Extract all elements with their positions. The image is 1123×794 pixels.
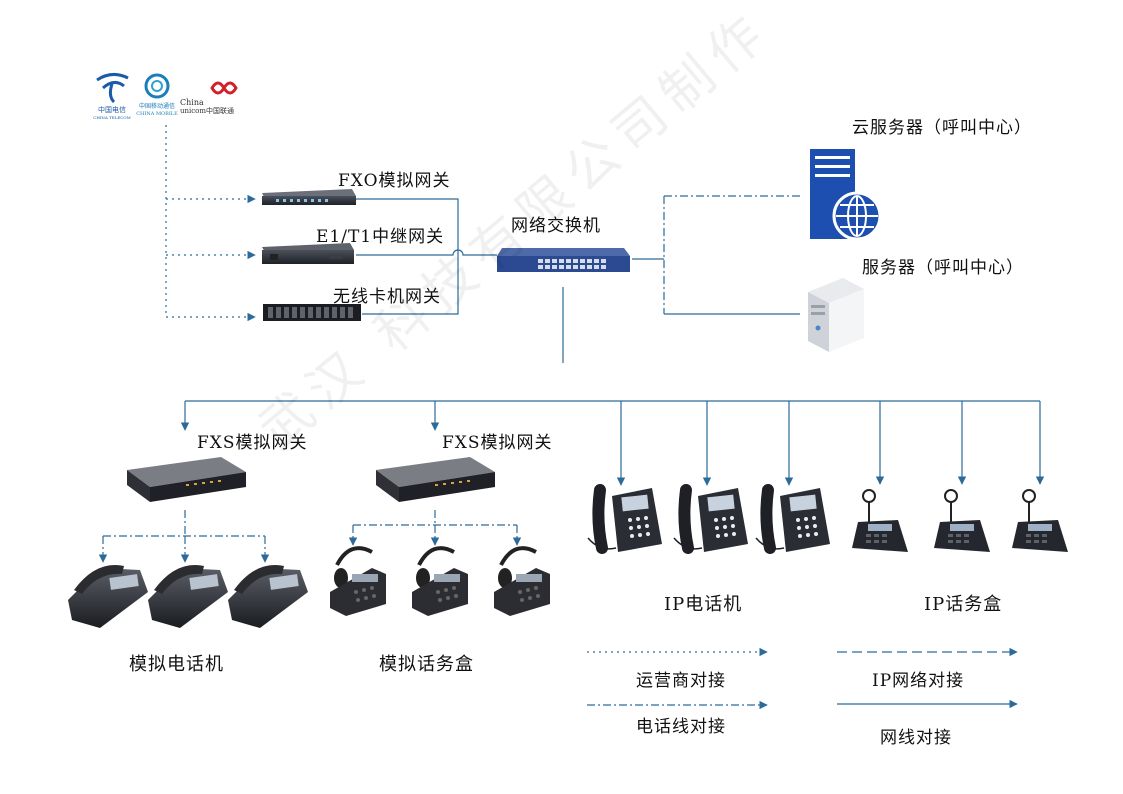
legend-carrier-label: 运营商对接 bbox=[636, 671, 726, 691]
analog-phone-2 bbox=[148, 565, 228, 628]
analog-box-label: 模拟话务盒 bbox=[379, 654, 474, 675]
fxs-gateway-left-label: FXS模拟网关 bbox=[197, 433, 308, 453]
carrier-links bbox=[165, 125, 256, 322]
fxs-gateway-left-device bbox=[127, 457, 246, 502]
wireless-gateway-label: 无线卡机网关 bbox=[333, 287, 441, 307]
legend-lines bbox=[587, 647, 1018, 710]
legend-phone-line-label: 电话线对接 bbox=[636, 717, 726, 737]
e1t1-gateway-label: E1/T1中继网关 bbox=[316, 227, 445, 247]
e1t1-gateway-device bbox=[262, 243, 354, 264]
analog-operator-boxes bbox=[330, 546, 550, 616]
ip-phone-label: IP电话机 bbox=[664, 594, 743, 615]
carrier-logos: 中国电信 CHINA TELECOM 中国移动通信 CHINA MOBILE C… bbox=[93, 73, 238, 120]
china-mobile-logo: 中国移动通信 CHINA MOBILE bbox=[136, 73, 178, 117]
unicom-logo-sub: unicom中国联通 bbox=[180, 106, 234, 115]
ip-box-1 bbox=[852, 489, 908, 552]
legend-ip-network-label: IP网络对接 bbox=[872, 671, 965, 691]
ip-box-label: IP话务盒 bbox=[924, 594, 1003, 615]
telecom-logo-sub: CHINA TELECOM bbox=[93, 115, 130, 120]
mobile-logo-sub: CHINA MOBILE bbox=[136, 111, 178, 117]
ip-phone-2 bbox=[673, 484, 748, 554]
wireless-gateway-device bbox=[263, 304, 361, 321]
server-links bbox=[632, 195, 803, 315]
china-unicom-logo: China unicom中国联通 bbox=[180, 81, 238, 115]
gateway-uplinks bbox=[356, 198, 497, 315]
ip-phone-1 bbox=[587, 484, 662, 554]
fxs-fanout bbox=[98, 510, 522, 563]
fxo-gateway-label: FXO模拟网关 bbox=[338, 171, 451, 191]
local-server-icon bbox=[808, 278, 864, 352]
switch-label: 网络交换机 bbox=[511, 216, 601, 236]
local-server-label: 服务器（呼叫中心） bbox=[862, 258, 1024, 278]
ip-phones bbox=[587, 484, 830, 554]
ip-box-3 bbox=[1012, 489, 1068, 552]
analog-phone-3 bbox=[228, 565, 308, 628]
analog-phones bbox=[68, 565, 308, 628]
telecom-logo-text: 中国电信 bbox=[98, 105, 126, 114]
ip-operator-boxes bbox=[852, 489, 1068, 552]
analog-box-3 bbox=[494, 546, 550, 616]
ip-phone-3 bbox=[755, 484, 830, 554]
mobile-logo-text: 中国移动通信 bbox=[139, 102, 175, 110]
fxs-gateway-right-label: FXS模拟网关 bbox=[442, 433, 553, 453]
analog-box-1 bbox=[330, 546, 386, 616]
fxs-gateway-right-device bbox=[376, 457, 495, 502]
legend-network-line-label: 网线对接 bbox=[880, 728, 952, 748]
analog-box-2 bbox=[412, 546, 468, 616]
network-switch-device bbox=[497, 248, 630, 272]
ip-box-2 bbox=[934, 489, 990, 552]
cloud-server-icon bbox=[810, 149, 882, 241]
cloud-server-label: 云服务器（呼叫中心） bbox=[852, 118, 1032, 138]
analog-phone-label: 模拟电话机 bbox=[129, 654, 224, 675]
unicom-logo-text: China bbox=[180, 98, 204, 107]
analog-phone-1 bbox=[68, 565, 148, 628]
distribution-bus bbox=[180, 287, 1045, 486]
china-telecom-logo: 中国电信 CHINA TELECOM bbox=[93, 73, 131, 120]
fxo-gateway-device bbox=[262, 189, 356, 205]
